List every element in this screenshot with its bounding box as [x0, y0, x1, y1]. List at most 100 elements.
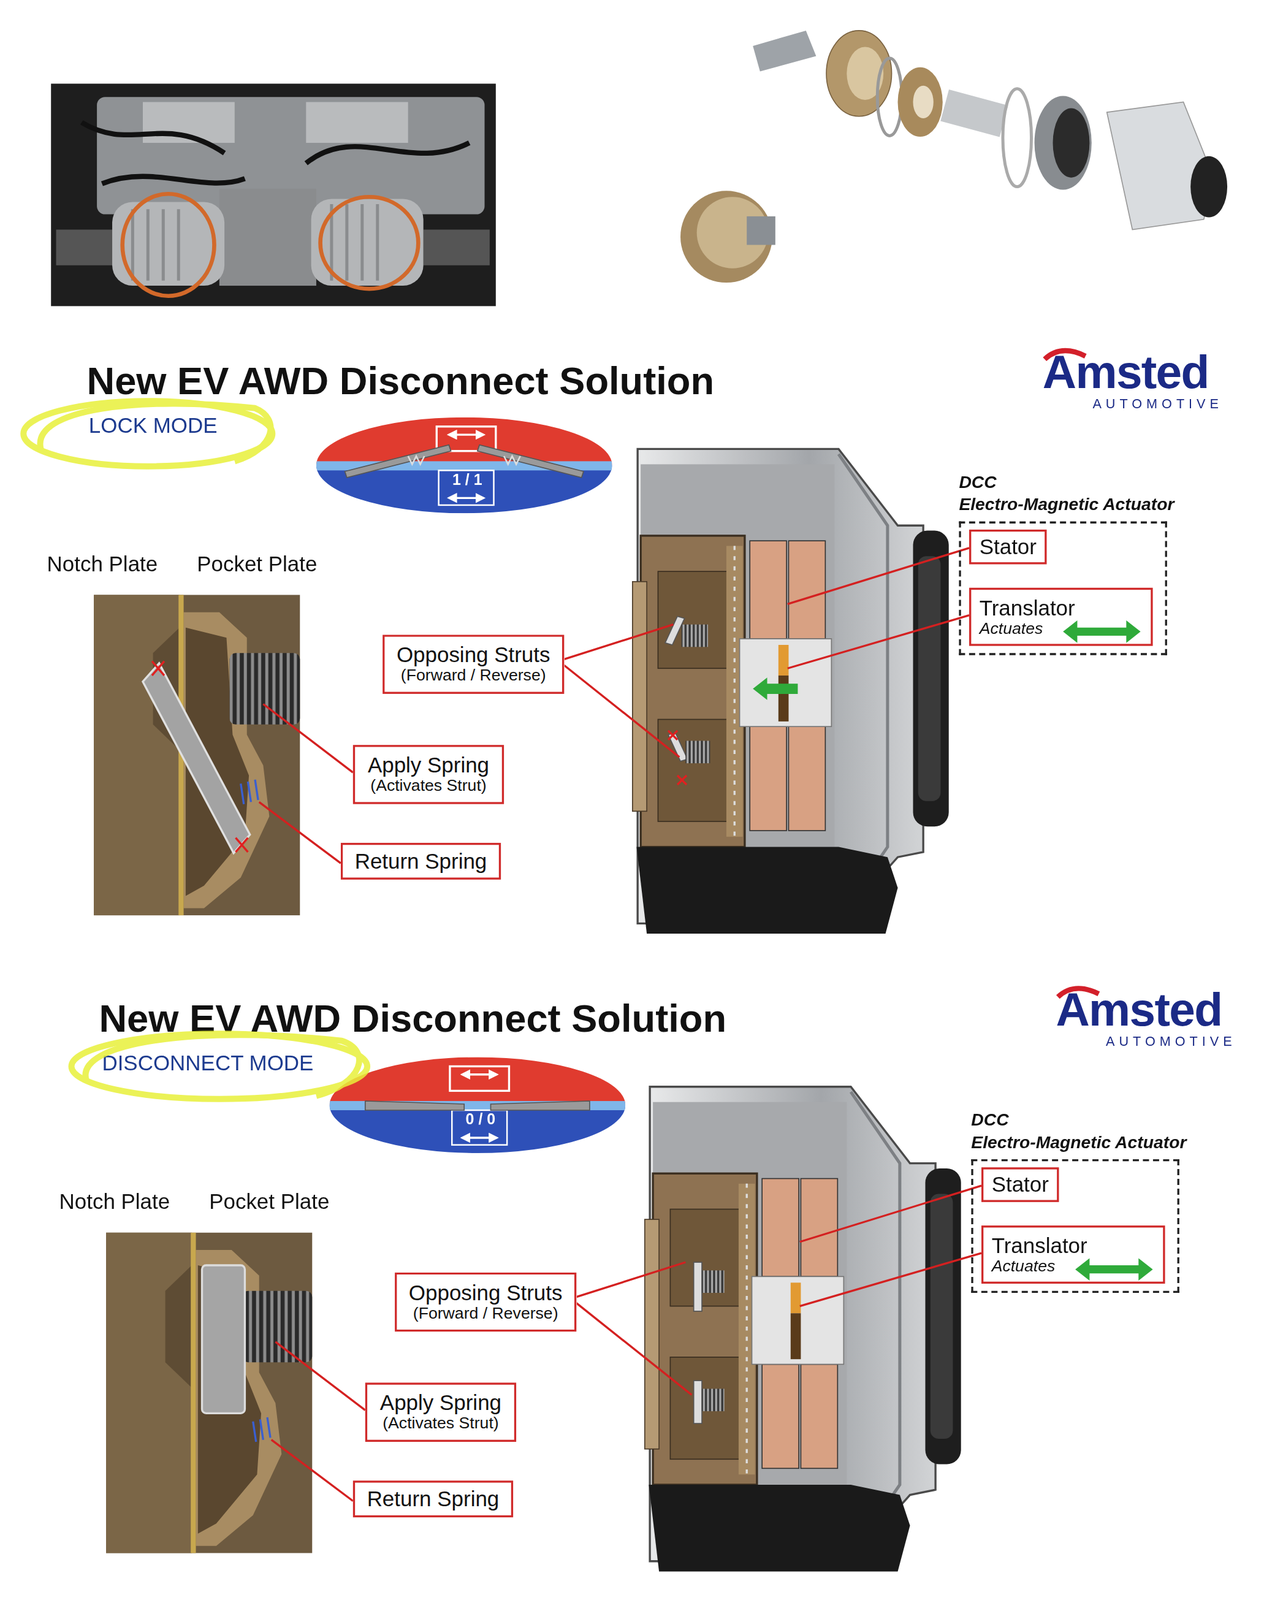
brand-logo: Amsted: [1055, 982, 1222, 1037]
strut: [345, 445, 452, 478]
assembled-shaft: [746, 216, 776, 246]
spring: [681, 624, 709, 648]
highlight-circle: [320, 196, 419, 289]
mode-ellipse: [316, 417, 613, 514]
group-heading: DCC: [970, 1110, 1009, 1131]
part-box: Stator: [969, 529, 1047, 565]
actuator-group: DCCElectro-Magnetic ActuatorStatorTransl…: [970, 1159, 1180, 1293]
box-note: (Forward / Reverse): [400, 666, 547, 686]
engage-mark: [152, 661, 248, 853]
actuator-cross-section: [644, 1086, 962, 1572]
cable: [81, 122, 469, 184]
ratio-label: 0 / 0: [465, 1110, 496, 1128]
part-name: Pocket Plate: [209, 1189, 330, 1215]
box-note: (Forward / Reverse): [413, 1304, 559, 1324]
box-note: Actuates: [991, 1256, 1056, 1276]
photo-bg: [50, 83, 496, 306]
spring-symbol: [408, 456, 521, 465]
part-box: TranslatorActuates: [969, 587, 1154, 647]
ratio-label: 1 / 1: [452, 470, 483, 488]
box-title: Translator: [979, 595, 1076, 620]
box-note: (Activates Strut): [370, 776, 487, 796]
group-heading: Electro-Magnetic Actuator: [958, 494, 1174, 515]
photo-drive-unit: [50, 83, 496, 306]
splined-shaft: [940, 89, 1008, 137]
actuator-group: DCCElectro-Magnetic ActuatorStatorTransl…: [958, 521, 1168, 656]
strut: [202, 1265, 246, 1413]
callout-box: Opposing Struts(Forward / Reverse): [382, 634, 564, 694]
leader-lines: [259, 548, 970, 864]
exploded-render: [680, 30, 1228, 283]
strut: [490, 1100, 590, 1111]
brand-logo: Amsted: [1042, 345, 1209, 400]
section-disconnect: [106, 1086, 982, 1572]
box-note: Actuates: [979, 619, 1044, 639]
mode-ellipse: [329, 1056, 626, 1153]
gearbox: [219, 188, 317, 286]
part-box: TranslatorActuates: [981, 1225, 1166, 1284]
part-box: Stator: [981, 1167, 1059, 1203]
notch-pocket-section: [93, 594, 300, 916]
double-arrow: [1075, 1257, 1153, 1281]
part-name: Notch Plate: [47, 552, 159, 577]
notch-plate-part: [898, 67, 943, 137]
strut: [693, 1262, 702, 1312]
part-name: Notch Plate: [59, 1189, 171, 1215]
box-title: Return Spring: [354, 849, 488, 873]
box-title: Translator: [991, 1233, 1088, 1257]
callout-box: Opposing Struts(Forward / Reverse): [394, 1272, 577, 1333]
notch-plate-face: [912, 85, 933, 119]
leader-lines: [271, 1185, 982, 1501]
box-title: Opposing Struts: [396, 643, 551, 667]
motion-arrow: [752, 677, 798, 701]
motor-detail: [305, 101, 408, 143]
strut: [693, 1380, 702, 1424]
callout-box: Return Spring: [353, 1480, 514, 1518]
mode-label: LOCK MODE: [88, 413, 218, 438]
ribs: [132, 204, 377, 281]
spring: [701, 1388, 725, 1412]
box-title: Return Spring: [367, 1487, 500, 1511]
mode-label: DISCONNECT MODE: [101, 1050, 314, 1076]
highlight-stroke: [40, 403, 271, 461]
box-title: Opposing Struts: [408, 1280, 563, 1304]
shaft: [752, 30, 816, 72]
spring: [685, 740, 710, 764]
spring: [701, 1270, 725, 1293]
box-title: Apply Spring: [367, 753, 490, 777]
ring: [1002, 88, 1032, 187]
strut: [365, 1100, 465, 1111]
notch-pocket-section: [106, 1232, 313, 1554]
highlight-stroke: [85, 1034, 360, 1096]
axle: [56, 229, 118, 266]
highlight-ellipse: [71, 1033, 368, 1100]
box-note: (Activates Strut): [382, 1414, 499, 1434]
box-title: Apply Spring: [380, 1390, 502, 1415]
part-name: Pocket Plate: [196, 552, 317, 577]
engage-mark: [668, 730, 687, 785]
stator-part: [1034, 95, 1092, 190]
housing-seal: [1190, 156, 1228, 218]
actuate-arrows: [1062, 620, 1153, 1281]
highlight-circle: [122, 193, 215, 296]
callout-box: Return Spring: [340, 842, 501, 880]
actuator-cross-section: [632, 448, 949, 934]
double-arrow: [1062, 620, 1141, 644]
stator-bore: [1052, 107, 1090, 178]
brand-subtitle: AUTOMOTIVE: [1092, 397, 1223, 413]
callout-box: Apply Spring(Activates Strut): [353, 744, 504, 805]
pocket-plate-part: [826, 30, 892, 117]
group-heading: Electro-Magnetic Actuator: [970, 1132, 1187, 1154]
slide-title: New EV AWD Disconnect Solution: [86, 359, 715, 404]
slide-title: New EV AWD Disconnect Solution: [98, 996, 727, 1042]
brand-subtitle: AUTOMOTIVE: [1105, 1034, 1237, 1051]
highlight-ellipse: [23, 400, 273, 467]
box-title: Stator: [979, 535, 1037, 559]
flat-struts: [365, 1100, 590, 1111]
strut: [142, 663, 251, 854]
group-heading: DCC: [958, 472, 997, 493]
callout-box: Apply Spring(Activates Strut): [365, 1382, 517, 1442]
